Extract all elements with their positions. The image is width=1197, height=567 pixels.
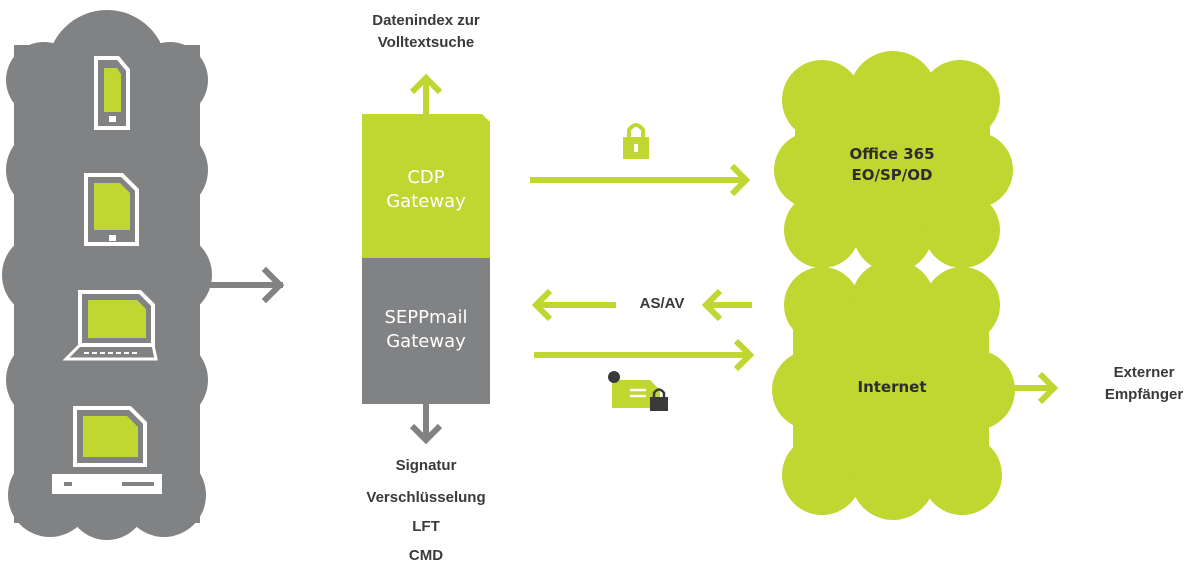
tablet-icon bbox=[84, 173, 139, 246]
as-av-arrow bbox=[531, 288, 752, 322]
padlock-icon bbox=[623, 123, 649, 159]
data-index-label: Datenindex zur Volltextsuche bbox=[372, 12, 480, 51]
verschluesselung-label: Verschlüsselung bbox=[366, 489, 486, 506]
desktop-computer-icon bbox=[52, 406, 162, 494]
index-up-arrow bbox=[409, 73, 443, 114]
internet-label: Internet bbox=[857, 378, 927, 396]
device-cloud bbox=[2, 10, 212, 540]
services-down-arrow bbox=[409, 404, 443, 445]
gateway-to-internet-arrow bbox=[534, 338, 755, 372]
cmd-label: CMD bbox=[408, 547, 444, 564]
office365-cloud bbox=[774, 51, 1013, 272]
cdp-gateway-block bbox=[362, 114, 490, 258]
smartphone-icon bbox=[94, 56, 130, 130]
seppmail-gateway-block bbox=[362, 258, 490, 404]
office365-label: Office 365 EO/SP/OD bbox=[849, 145, 935, 184]
gateway-to-office-arrow bbox=[530, 163, 751, 197]
laptop-icon bbox=[62, 290, 158, 361]
internet-to-external-arrow bbox=[990, 371, 1059, 405]
seppmail-gateway-label: SEPPmail Gateway bbox=[384, 307, 468, 352]
encrypted-signed-mail-icon bbox=[608, 371, 668, 411]
devices-to-gateway-arrow bbox=[197, 266, 285, 304]
as-av-label: AS/AV bbox=[639, 295, 685, 312]
gateway-block bbox=[362, 114, 490, 404]
cdp-gateway-label: CDP Gateway bbox=[386, 167, 466, 212]
external-recipient-label: Externer Empfänger bbox=[1104, 364, 1184, 403]
internet-cloud bbox=[772, 260, 1015, 520]
signatur-label: Signatur bbox=[395, 457, 457, 474]
lft-label: LFT bbox=[412, 518, 440, 535]
